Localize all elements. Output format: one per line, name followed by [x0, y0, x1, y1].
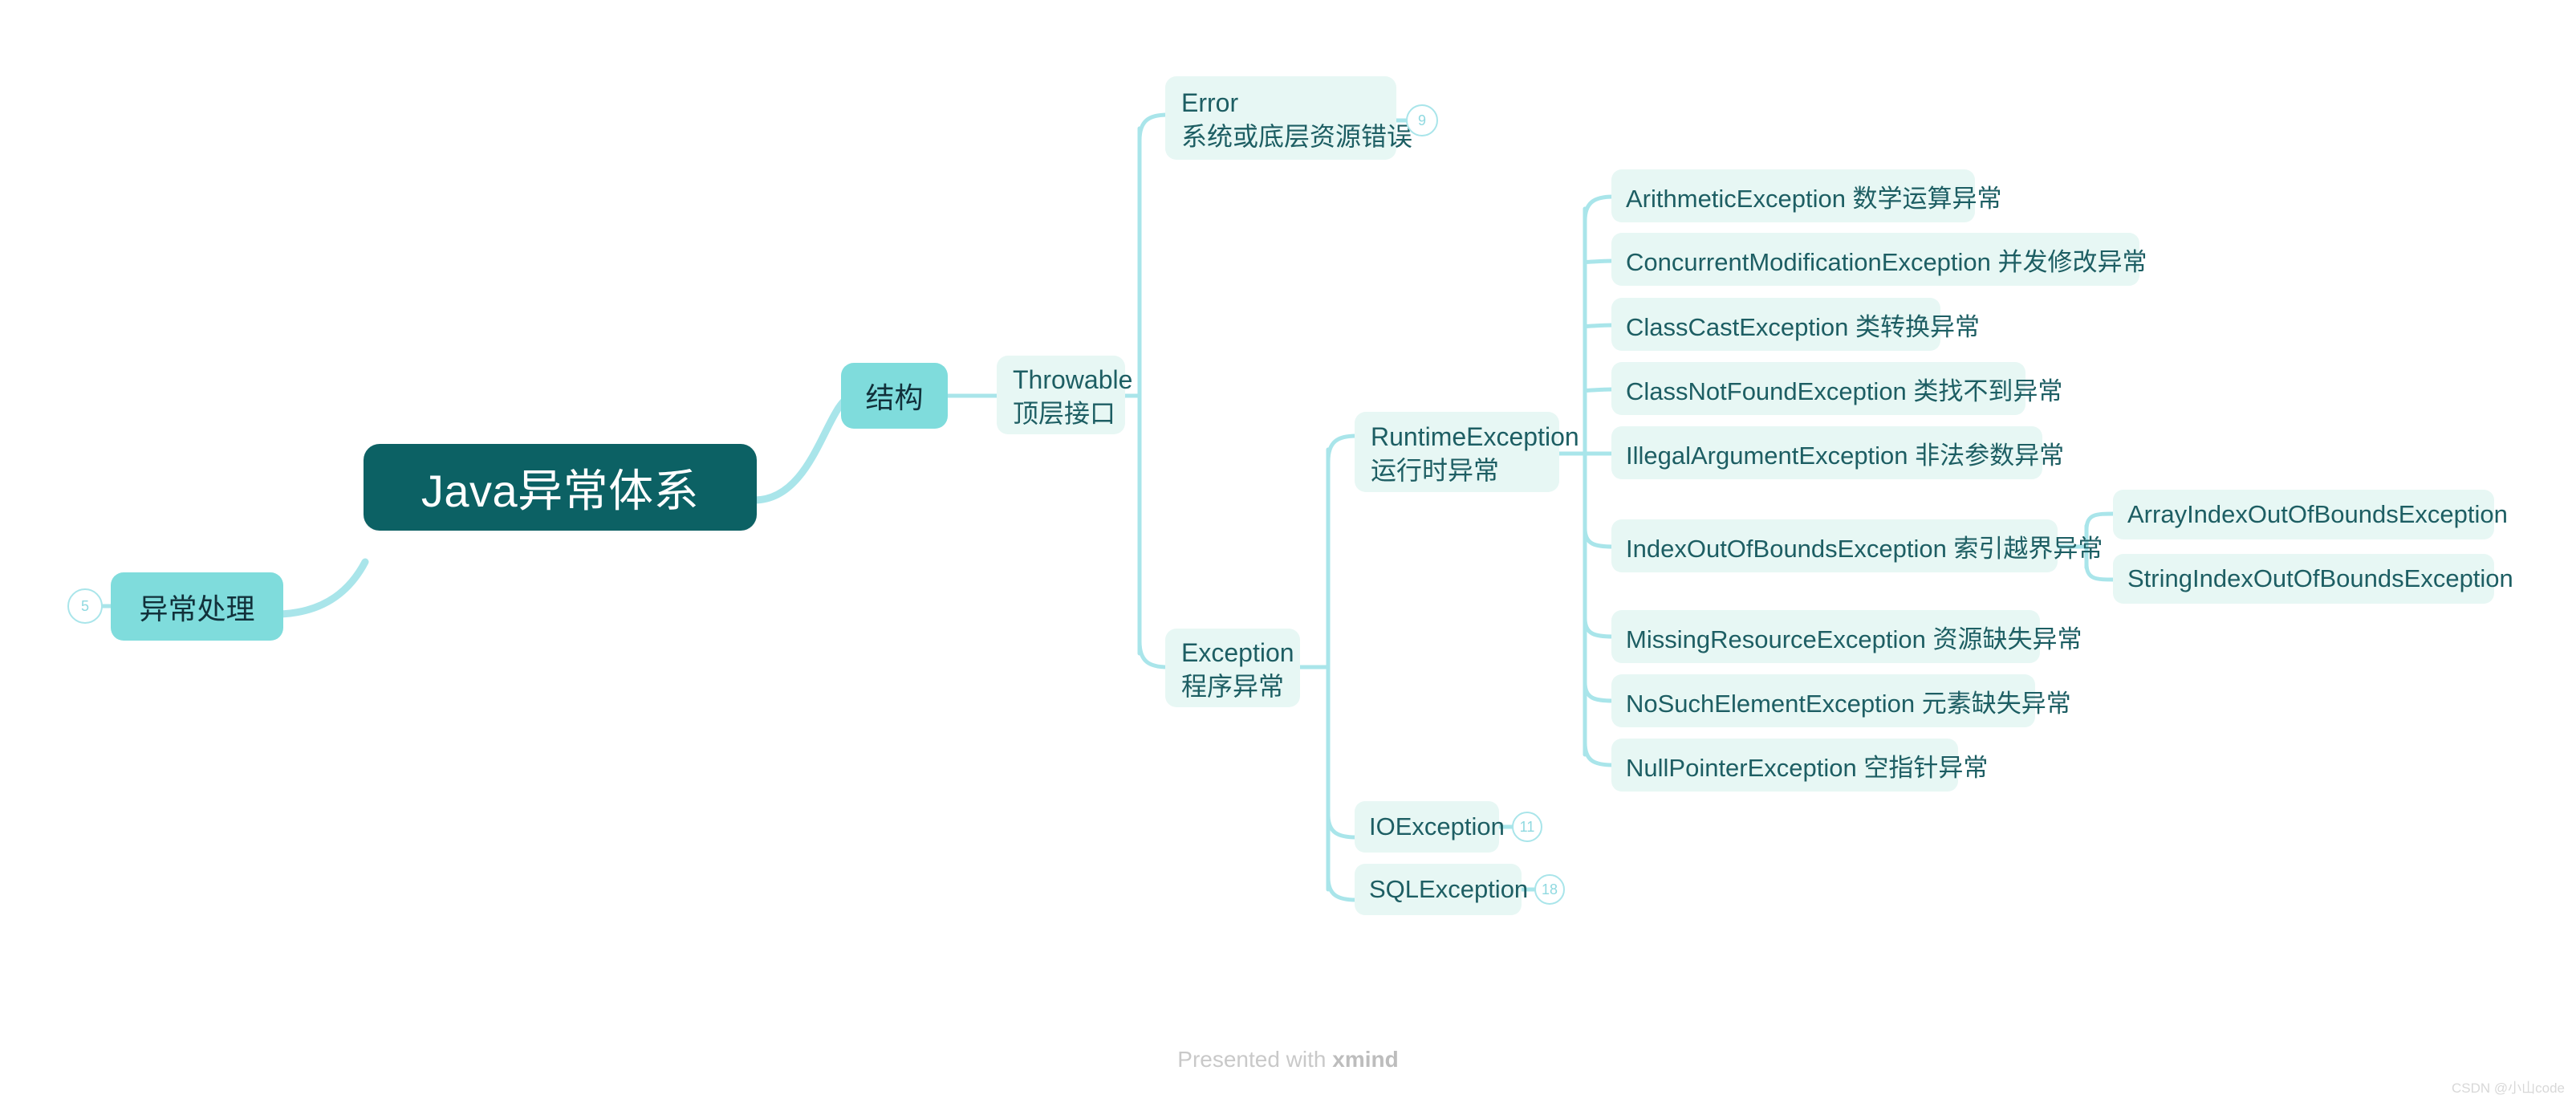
node-class-not-found-exception[interactable]: ClassNotFoundException 类找不到异常 — [1611, 362, 2063, 415]
node-throwable-subtitle: 顶层接口 — [1013, 399, 1116, 428]
node-no-such-element-exception-label: NoSuchElementException 元素缺失异常 — [1626, 689, 2071, 718]
node-array-index-out-of-bounds-exception[interactable]: ArrayIndexOutOfBoundsException — [2113, 490, 2508, 539]
footer-attribution: Presented with xmind — [0, 1047, 2576, 1072]
csdn-watermark: CSDN @小山code — [2451, 1081, 2565, 1096]
node-concurrent-modification-exception[interactable]: ConcurrentModificationException 并发修改异常 — [1611, 233, 2147, 286]
node-class-cast-exception[interactable]: ClassCastException 类转换异常 — [1611, 298, 1981, 351]
node-error-subtitle: 系统或底层资源错误 — [1181, 122, 1413, 151]
node-throwable[interactable]: Throwable 顶层接口 — [997, 356, 1133, 434]
node-error[interactable]: Error 系统或底层资源错误 — [1165, 76, 1413, 160]
node-throwable-title: Throwable — [1013, 364, 1133, 394]
node-structure[interactable]: 结构 — [841, 363, 948, 429]
node-array-index-out-of-bounds-exception-label: ArrayIndexOutOfBoundsException — [2127, 500, 2508, 528]
node-string-index-out-of-bounds-exception[interactable]: StringIndexOutOfBoundsException — [2113, 554, 2513, 604]
node-sql-exception-label: SQLException — [1369, 875, 1529, 903]
badge-exception-handling[interactable]: 5 — [67, 588, 103, 624]
node-exception[interactable]: Exception 程序异常 — [1165, 629, 1300, 707]
node-class-cast-exception-label: ClassCastException 类转换异常 — [1626, 312, 1981, 341]
node-arithmetic-exception-label: ArithmeticException 数学运算异常 — [1626, 184, 2002, 213]
node-missing-resource-exception[interactable]: MissingResourceException 资源缺失异常 — [1611, 610, 2082, 663]
node-concurrent-modification-exception-label: ConcurrentModificationException 并发修改异常 — [1626, 247, 2147, 276]
badge-sql-exception[interactable]: 18 — [1534, 874, 1565, 905]
node-runtime-exception-title: RuntimeException — [1371, 421, 1579, 451]
node-illegal-argument-exception-label: IllegalArgumentException 非法参数异常 — [1626, 441, 2065, 470]
badge-error[interactable]: 9 — [1406, 104, 1438, 136]
node-class-not-found-exception-label: ClassNotFoundException 类找不到异常 — [1626, 376, 2063, 405]
node-no-such-element-exception[interactable]: NoSuchElementException 元素缺失异常 — [1611, 674, 2071, 727]
node-root-label: Java异常体系 — [421, 465, 700, 516]
node-index-out-of-bounds-exception[interactable]: IndexOutOfBoundsException 索引越界异常 — [1611, 519, 2103, 572]
footer-prefix: Presented with — [1177, 1047, 1333, 1072]
node-sql-exception[interactable]: SQLException — [1355, 864, 1529, 915]
node-string-index-out-of-bounds-exception-label: StringIndexOutOfBoundsException — [2127, 564, 2513, 592]
node-null-pointer-exception[interactable]: NullPointerException 空指针异常 — [1611, 739, 1989, 792]
node-exception-handling[interactable]: 异常处理 — [111, 572, 283, 641]
node-exception-subtitle: 程序异常 — [1181, 672, 1285, 701]
node-runtime-exception[interactable]: RuntimeException 运行时异常 — [1355, 412, 1579, 492]
node-arithmetic-exception[interactable]: ArithmeticException 数学运算异常 — [1611, 169, 2002, 222]
node-runtime-exception-subtitle: 运行时异常 — [1371, 456, 1500, 485]
node-io-exception-label: IOException — [1369, 812, 1505, 840]
node-missing-resource-exception-label: MissingResourceException 资源缺失异常 — [1626, 625, 2082, 653]
node-root-java-exception-system[interactable]: Java异常体系 — [364, 444, 757, 531]
badge-io-exception[interactable]: 11 — [1512, 812, 1542, 842]
node-structure-label: 结构 — [865, 381, 924, 414]
node-exception-handling-label: 异常处理 — [139, 592, 255, 625]
node-illegal-argument-exception[interactable]: IllegalArgumentException 非法参数异常 — [1611, 426, 2065, 479]
node-exception-title: Exception — [1181, 637, 1294, 667]
node-null-pointer-exception-label: NullPointerException 空指针异常 — [1626, 753, 1989, 782]
node-index-out-of-bounds-exception-label: IndexOutOfBoundsException 索引越界异常 — [1626, 534, 2103, 563]
node-io-exception[interactable]: IOException — [1355, 801, 1505, 853]
footer-brand: xmind — [1332, 1047, 1399, 1072]
node-error-title: Error — [1181, 88, 1239, 117]
